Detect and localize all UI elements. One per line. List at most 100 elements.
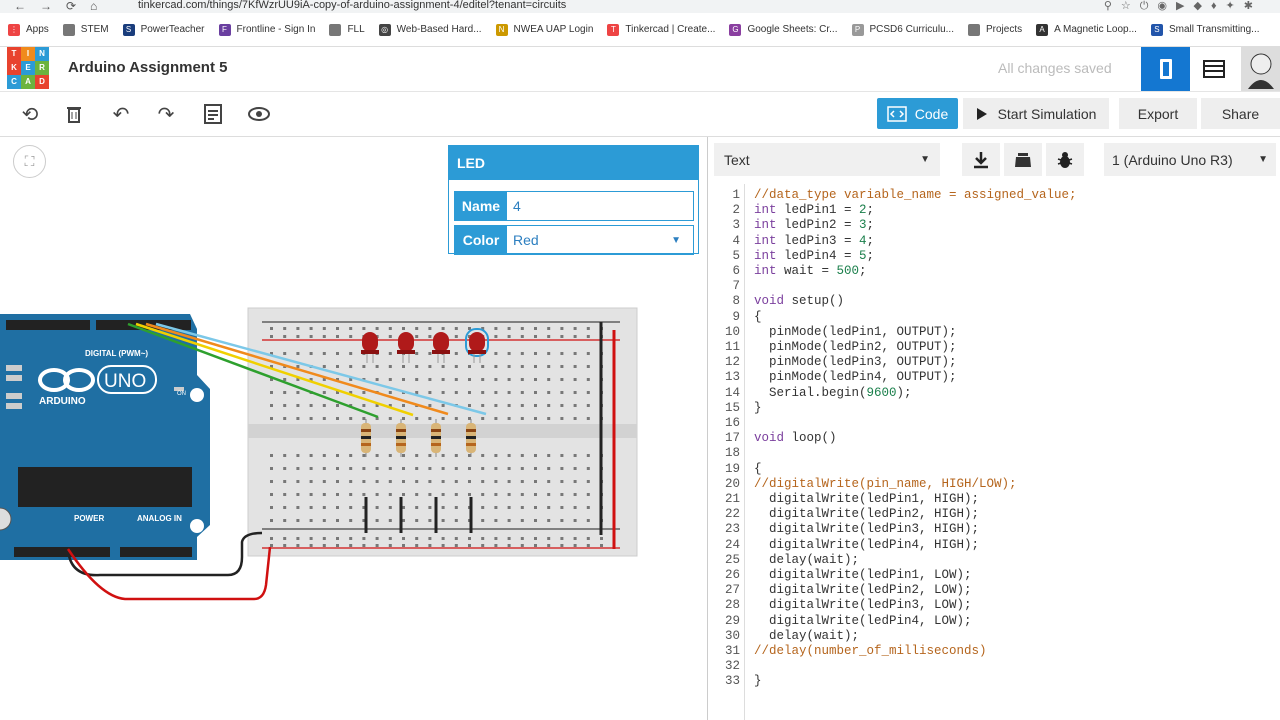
line-number: 31 (724, 644, 740, 658)
inspector-title: LED (449, 146, 698, 180)
ground-jumpers[interactable] (364, 497, 473, 533)
folder-icon (62, 23, 75, 36)
visibility-button[interactable] (245, 100, 273, 128)
circuit-canvas[interactable]: ⛶ LED Name 4 Color Red ▼ (0, 137, 707, 720)
line-number: 13 (724, 370, 740, 385)
code-line[interactable]: 25 delay(wait); (708, 553, 1280, 568)
download-code-button[interactable] (962, 143, 1000, 176)
code-line-text: int ledPin4 = 5; (754, 248, 875, 263)
code-line[interactable]: 29 digitalWrite(ledPin4, LOW); (708, 614, 1280, 629)
code-line[interactable]: 1//data_type variable_name = assigned_va… (708, 188, 1280, 203)
code-line[interactable]: 10 pinMode(ledPin1, OUTPUT); (708, 325, 1280, 340)
code-line-text: delay(wait); (754, 628, 860, 643)
device-select[interactable]: 1 (Arduino Uno R3) ▼ (1104, 143, 1276, 176)
code-button[interactable]: Code (877, 98, 958, 129)
code-line[interactable]: 16 (708, 416, 1280, 431)
code-line[interactable]: 27 digitalWrite(ledPin2, LOW); (708, 583, 1280, 598)
leds[interactable] (361, 328, 489, 363)
redo-button[interactable]: ↷ (152, 100, 180, 128)
code-line[interactable]: 24 digitalWrite(ledPin4, HIGH); (708, 538, 1280, 553)
code-line-text: digitalWrite(ledPin2, LOW); (754, 583, 972, 598)
code-line[interactable]: 14 Serial.begin(9600); (708, 386, 1280, 401)
bookmark-item[interactable]: FLL (329, 23, 365, 36)
code-line-text: void setup() (754, 294, 845, 309)
wire-ground[interactable] (66, 531, 263, 577)
trash-icon (67, 107, 81, 123)
code-line[interactable]: 7 (708, 279, 1280, 294)
arduino-uno-board[interactable]: ARDUINO UNO DIGITAL (PWM~) POWER ANALOG … (0, 314, 210, 560)
code-line[interactable]: 26 digitalWrite(ledPin1, LOW); (708, 568, 1280, 583)
component-list-button[interactable] (1190, 47, 1238, 91)
download-icon (974, 151, 988, 168)
code-line[interactable]: 23 digitalWrite(ledPin3, HIGH); (708, 522, 1280, 537)
code-line[interactable]: 22 digitalWrite(ledPin2, HIGH); (708, 507, 1280, 522)
bookmark-item[interactable]: ◎Web-Based Hard... (378, 23, 482, 36)
logo-letter: N (35, 47, 49, 61)
code-line[interactable]: 28 digitalWrite(ledPin3, LOW); (708, 598, 1280, 613)
browser-extension-icons[interactable]: ⚲☆⏻◉▶◆♦✦✱ (1103, 0, 1262, 12)
bookmark-item[interactable]: Projects (967, 23, 1022, 36)
code-line[interactable]: 12 pinMode(ledPin3, OUTPUT); (708, 355, 1280, 370)
undo-button[interactable]: ↶ (107, 100, 135, 128)
code-line[interactable]: 33} (708, 674, 1280, 689)
code-line[interactable]: 31//delay(number_of_milliseconds) (708, 644, 1280, 659)
resistors[interactable] (361, 419, 476, 457)
line-number: 7 (732, 279, 740, 294)
code-line[interactable]: 30 delay(wait); (708, 629, 1280, 644)
rotate-button[interactable]: ⟲ (16, 100, 44, 128)
code-mode-select[interactable]: Text ▼ (714, 143, 940, 176)
code-line[interactable]: 15} (708, 401, 1280, 416)
code-line[interactable]: 8 void setup() (708, 294, 1280, 309)
browser-nav-icons[interactable]: ←→⟳⌂ (14, 0, 112, 13)
code-line[interactable]: 19{ (708, 462, 1280, 477)
circuit-view-button[interactable] (1141, 47, 1190, 91)
code-line[interactable]: 18 (708, 446, 1280, 461)
fit-view-icon: ⛶ (24, 153, 35, 169)
editor-toolbar: ⟲ ↶ ↷ Code Start Simulation Export Share (0, 91, 1280, 137)
site-icon: T (607, 23, 620, 36)
code-line[interactable]: 20//digitalWrite(pin_name, HIGH/LOW); (708, 477, 1280, 492)
code-line[interactable]: 13 pinMode(ledPin4, OUTPUT); (708, 370, 1280, 385)
url-text[interactable]: tinkercad.com/things/7KfWzrUU9iA-copy-of… (138, 0, 567, 11)
notes-button[interactable] (199, 100, 227, 128)
circuit-drawing: ARDUINO UNO DIGITAL (PWM~) POWER ANALOG … (0, 307, 638, 601)
code-line[interactable]: 11 pinMode(ledPin2, OUTPUT); (708, 340, 1280, 355)
line-number: 8 (732, 294, 740, 309)
name-input[interactable]: 4 (513, 198, 521, 214)
code-line[interactable]: 9{ (708, 310, 1280, 325)
libraries-button[interactable] (1004, 143, 1042, 176)
signal-wires[interactable] (127, 322, 487, 419)
debugger-button[interactable] (1046, 143, 1084, 176)
fit-view-button[interactable]: ⛶ (13, 145, 46, 178)
bookmark-item[interactable]: ⋮Apps (8, 23, 49, 36)
line-number: 32 (724, 659, 740, 674)
bookmark-item[interactable]: STEM (62, 23, 109, 36)
color-select[interactable]: Red ▼ (507, 226, 693, 254)
export-button[interactable]: Export (1119, 98, 1197, 129)
code-line[interactable]: 32 (708, 659, 1280, 674)
delete-button[interactable] (60, 100, 88, 128)
code-line[interactable]: 21 digitalWrite(ledPin1, HIGH); (708, 492, 1280, 507)
wire-5v[interactable] (66, 546, 272, 601)
start-simulation-button[interactable]: Start Simulation (963, 98, 1109, 129)
avatar[interactable] (1241, 47, 1280, 91)
share-button[interactable]: Share (1201, 98, 1280, 129)
line-number: 12 (724, 355, 740, 370)
tinkercad-logo[interactable]: T I N K E R C A D (7, 47, 49, 89)
code-line-text: { (754, 461, 762, 476)
page-title[interactable]: Arduino Assignment 5 (68, 59, 228, 76)
